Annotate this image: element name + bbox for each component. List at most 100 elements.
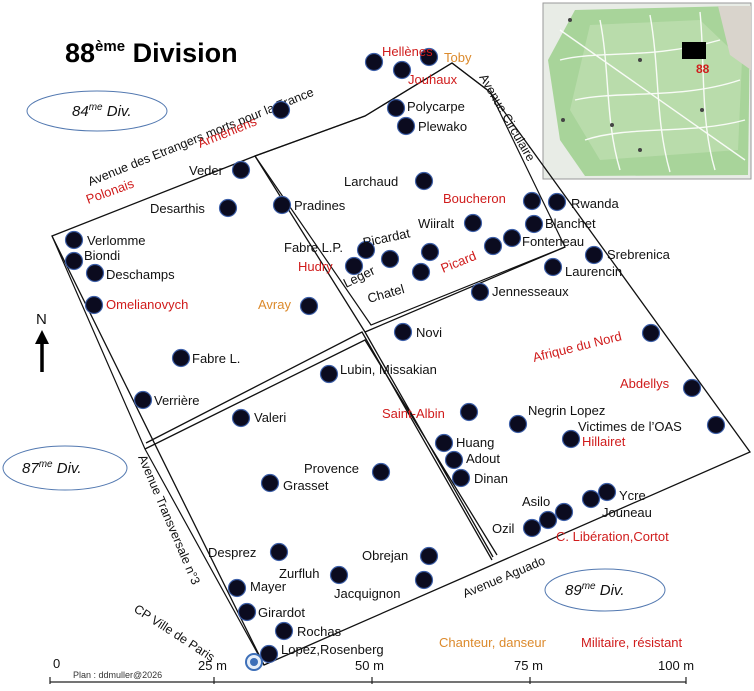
- grave-label-deschamps: Deschamps: [106, 267, 175, 282]
- grave-label-hellenes: Hellènes: [382, 44, 433, 59]
- grave-marker-toby[interactable]: [419, 47, 439, 67]
- grave-marker-dinan[interactable]: [451, 468, 471, 488]
- grave-marker-hillairet[interactable]: [561, 429, 581, 449]
- grave-marker-verlomme[interactable]: [64, 230, 84, 250]
- grave-marker-jennesseaux[interactable]: [470, 282, 490, 302]
- svg-text:84me Div.: 84me Div.: [72, 102, 131, 120]
- grave-marker-fabre-l[interactable]: [171, 348, 191, 368]
- grave-marker-c-liberation[interactable]: [538, 510, 558, 530]
- grave-marker-hudry[interactable]: [344, 256, 364, 276]
- grave-marker-avray[interactable]: [299, 296, 319, 316]
- grave-marker-pradines[interactable]: [272, 195, 292, 215]
- grave-marker-asilo[interactable]: [581, 489, 601, 509]
- grave-label-valeri: Valeri: [254, 410, 286, 425]
- grave-label-jacquignon: Jacquignon: [334, 586, 401, 601]
- grave-marker-provence[interactable]: [371, 462, 391, 482]
- grave-label-jouneau: Jouneau: [602, 505, 652, 520]
- grave-marker-verriere[interactable]: [133, 390, 153, 410]
- grave-label-polycarpe: Polycarpe: [407, 99, 465, 114]
- legend-militaire-resistant: Militaire, résistant: [581, 635, 683, 650]
- grave-marker-obrejan[interactable]: [419, 546, 439, 566]
- grave-marker-adout[interactable]: [444, 450, 464, 470]
- grave-marker-picard[interactable]: [483, 236, 503, 256]
- grave-label-dinan: Dinan: [474, 471, 508, 486]
- grave-label-zurfluh: Zurfluh: [279, 566, 319, 581]
- grave-label-hillairet: Hillairet: [582, 434, 626, 449]
- grave-marker-ycre[interactable]: [597, 482, 617, 502]
- grave-marker-fabre-lp[interactable]: [356, 240, 376, 260]
- grave-marker-blanchet[interactable]: [524, 214, 544, 234]
- grave-marker-jouneau[interactable]: [554, 502, 574, 522]
- grave-label-laurencin: Laurencin: [565, 264, 622, 279]
- grave-label-larchaud: Larchaud: [344, 174, 398, 189]
- grave-marker-girardot[interactable]: [237, 602, 257, 622]
- grave-marker-zurfluh[interactable]: [329, 565, 349, 585]
- grave-label-ozil: Ozil: [492, 521, 515, 536]
- grave-label-lopez-rosenberg: Lopez,Rosenberg: [281, 642, 384, 657]
- scale-bar: 0 25 m 50 m 75 m 100 m Plan : ddmuller@2…: [49, 656, 694, 684]
- grave-marker-saint-albin[interactable]: [459, 402, 479, 422]
- svg-text:89me Div.: 89me Div.: [565, 581, 624, 599]
- cp-ville-de-paris-marker: [245, 653, 263, 671]
- street-circulaire: Avenue Circulaire: [476, 72, 537, 164]
- grave-marker-rwanda[interactable]: [547, 192, 567, 212]
- grave-marker-fonteneau[interactable]: [502, 228, 522, 248]
- grave-marker-grasset[interactable]: [260, 473, 280, 493]
- grave-label-verlomme: Verlomme: [87, 233, 146, 248]
- grave-label-fonteneau: Fonteneau: [522, 234, 584, 249]
- scale-label-50: 50 m: [355, 658, 384, 673]
- grave-label-grasset: Grasset: [283, 478, 329, 493]
- grave-marker-plewako[interactable]: [396, 116, 416, 136]
- grave-marker-larchaud[interactable]: [414, 171, 434, 191]
- grave-marker-polycarpe[interactable]: [386, 98, 406, 118]
- grave-marker-boucheron[interactable]: [522, 191, 542, 211]
- grave-marker-leger[interactable]: [420, 242, 440, 262]
- grave-marker-rochas[interactable]: [274, 621, 294, 641]
- grave-marker-lubin[interactable]: [319, 364, 339, 384]
- grave-marker-laurencin[interactable]: [543, 257, 563, 277]
- grave-marker-biondi[interactable]: [64, 251, 84, 271]
- grave-label-victimes-oas: Victimes de l’OAS: [578, 419, 682, 434]
- grave-label-jennesseaux: Jennesseaux: [492, 284, 569, 299]
- page-title: 88ème Division: [65, 38, 238, 68]
- grave-marker-hellenes[interactable]: [364, 52, 384, 72]
- grave-marker-desarthis[interactable]: [218, 198, 238, 218]
- svg-text:87me Div.: 87me Div.: [22, 459, 81, 477]
- grave-marker-srebrenica[interactable]: [584, 245, 604, 265]
- grave-marker-valeri[interactable]: [231, 408, 251, 428]
- grave-marker-picardat[interactable]: [380, 249, 400, 269]
- grave-marker-jacquignon[interactable]: [414, 570, 434, 590]
- grave-marker-deschamps[interactable]: [85, 263, 105, 283]
- grave-marker-mayer[interactable]: [227, 578, 247, 598]
- grave-label-novi: Novi: [416, 325, 442, 340]
- grave-marker-huang[interactable]: [434, 433, 454, 453]
- grave-marker-armeniens[interactable]: [271, 100, 291, 120]
- grave-marker-omelianovych[interactable]: [84, 295, 104, 315]
- grave-marker-victimes[interactable]: [706, 415, 726, 435]
- grave-label-hudry: Hudry: [298, 259, 333, 274]
- grave-label-srebrenica: Srebrenica: [607, 247, 671, 262]
- grave-label-desarthis: Desarthis: [150, 201, 205, 216]
- grave-label-fabre-l: Fabre L.: [192, 351, 240, 366]
- grave-marker-wiiralt[interactable]: [463, 213, 483, 233]
- grave-label-picard: Picard: [439, 248, 479, 276]
- grave-marker-afrique[interactable]: [641, 323, 661, 343]
- scale-label-75: 75 m: [514, 658, 543, 673]
- grave-marker-novi[interactable]: [393, 322, 413, 342]
- division-89-badge: 89me Div.: [544, 568, 666, 612]
- grave-label-wiiralt: Wiiralt: [418, 216, 454, 231]
- grave-marker-chatel[interactable]: [411, 262, 431, 282]
- grave-marker-abdellys[interactable]: [682, 378, 702, 398]
- grave-marker-lopez[interactable]: [259, 644, 279, 664]
- grave-marker-negrin[interactable]: [508, 414, 528, 434]
- grave-marker-ozil[interactable]: [522, 518, 542, 538]
- grave-marker-veder[interactable]: [231, 160, 251, 180]
- grave-label-saint-albin: Saint-Albin: [382, 406, 445, 421]
- grave-marker-jouhaux[interactable]: [392, 60, 412, 80]
- grave-label-biondi: Biondi: [84, 248, 120, 263]
- grave-label-boucheron: Boucheron: [443, 191, 506, 206]
- grave-marker-desprez[interactable]: [269, 542, 289, 562]
- grave-label-c-liberation-cortot: C. Libération,Cortot: [556, 529, 669, 544]
- grave-label-mayer: Mayer: [250, 579, 287, 594]
